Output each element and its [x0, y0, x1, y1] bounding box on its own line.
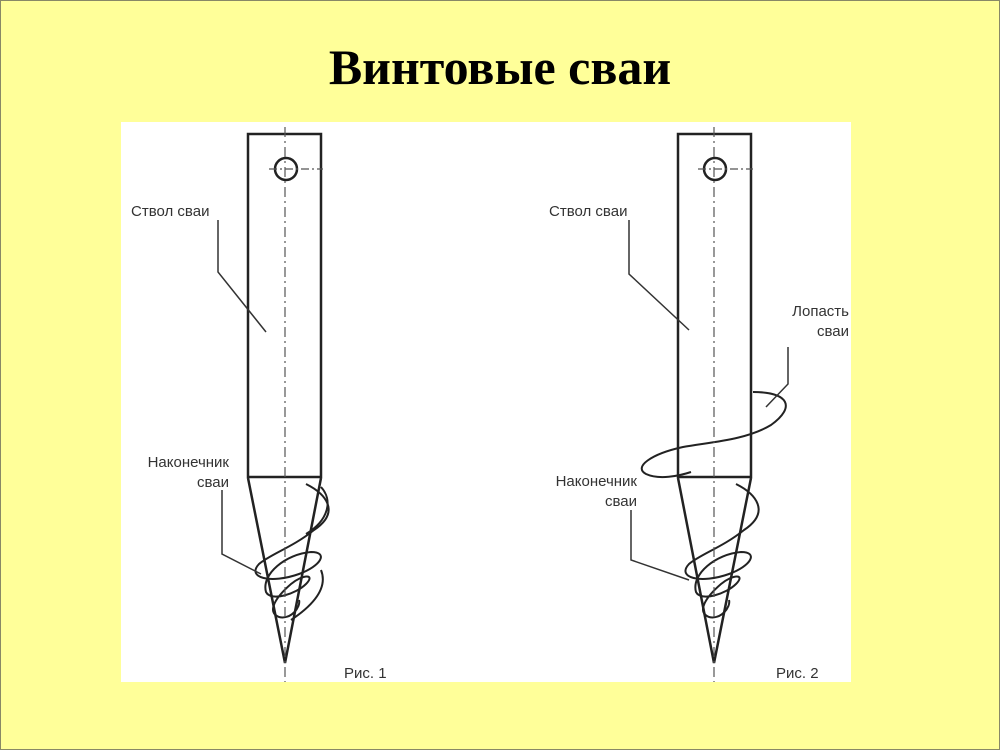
figure-2-caption: Рис. 2 — [776, 665, 819, 682]
figure-2-blade-label-line2: сваи — [816, 323, 849, 340]
slide-title: Винтовые сваи — [328, 39, 672, 95]
figure-2-tip-label-line2: сваи — [604, 493, 637, 510]
figure-panel: Ствол сваи Наконечник сваи Рис. 1 Ствол … — [121, 122, 851, 682]
figure-1-caption: Рис. 1 — [344, 665, 387, 682]
figure-1-helix — [254, 483, 330, 619]
figure-2-shaft — [676, 132, 753, 479]
figure-1-tip-label-line1: Наконечник — [147, 454, 229, 471]
figure-1-pile — [246, 132, 330, 664]
figure-2-blade-label-line1: Лопасть — [792, 303, 849, 320]
pile-diagram — [217, 127, 789, 682]
figure-2-helix — [684, 483, 760, 619]
figure-2-shaft-label: Ствол сваи — [549, 203, 628, 220]
figure-1-shaft-label: Ствол сваи — [131, 203, 210, 220]
figure-2-tip-leader — [630, 510, 690, 581]
figure-2-blade-leader — [765, 347, 789, 408]
figure-1-tip-label-line2: сваи — [196, 474, 229, 491]
figure-1-shaft-leader — [217, 220, 267, 333]
figure-1-tip-leader — [221, 490, 262, 575]
figure-2-tip-label-line1: Наконечник — [555, 473, 637, 490]
figure-2-shaft-leader — [628, 220, 690, 331]
figure-1-shaft — [246, 132, 323, 479]
figure-2-blade — [640, 391, 787, 479]
